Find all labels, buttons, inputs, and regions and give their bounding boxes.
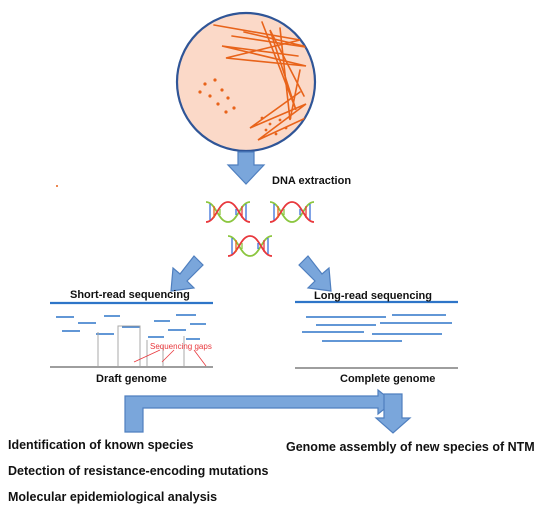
gap-markers (97, 325, 185, 366)
long-read-label: Long-read sequencing (314, 290, 432, 302)
dna-helix-3 (227, 235, 273, 257)
arrow-diagonal-right (298, 255, 332, 292)
sequencing-gaps-label: Sequencing gaps (150, 342, 212, 351)
outcome-identification: Identification of known species (8, 438, 194, 452)
stray-mark (56, 185, 58, 187)
gap-pointers (133, 349, 207, 367)
arrow-down-right (374, 393, 412, 434)
dna-helix-2 (269, 201, 315, 223)
long-read-panel (295, 300, 458, 369)
outcome-epidemiology: Molecular epidemiological analysis (8, 490, 218, 504)
outcome-genome-assembly: Genome assembly of new species of NTM (286, 440, 535, 454)
complete-genome-label: Complete genome (340, 373, 436, 385)
dna-extraction-label: DNA extraction (272, 175, 352, 187)
arrow-down-1 (226, 151, 266, 185)
short-reads (56, 314, 206, 340)
short-read-panel (50, 301, 213, 368)
draft-genome-label: Draft genome (96, 373, 167, 385)
petri-dish (175, 11, 317, 153)
outcome-resistance: Detection of resistance-encoding mutatio… (8, 464, 269, 478)
arrow-connector-right (124, 388, 394, 433)
long-reads (302, 314, 452, 342)
short-read-label: Short-read sequencing (70, 289, 190, 301)
bacterial-colonies (198, 78, 292, 136)
dna-helix-1 (205, 201, 251, 223)
arrow-diagonal-left (170, 255, 204, 292)
